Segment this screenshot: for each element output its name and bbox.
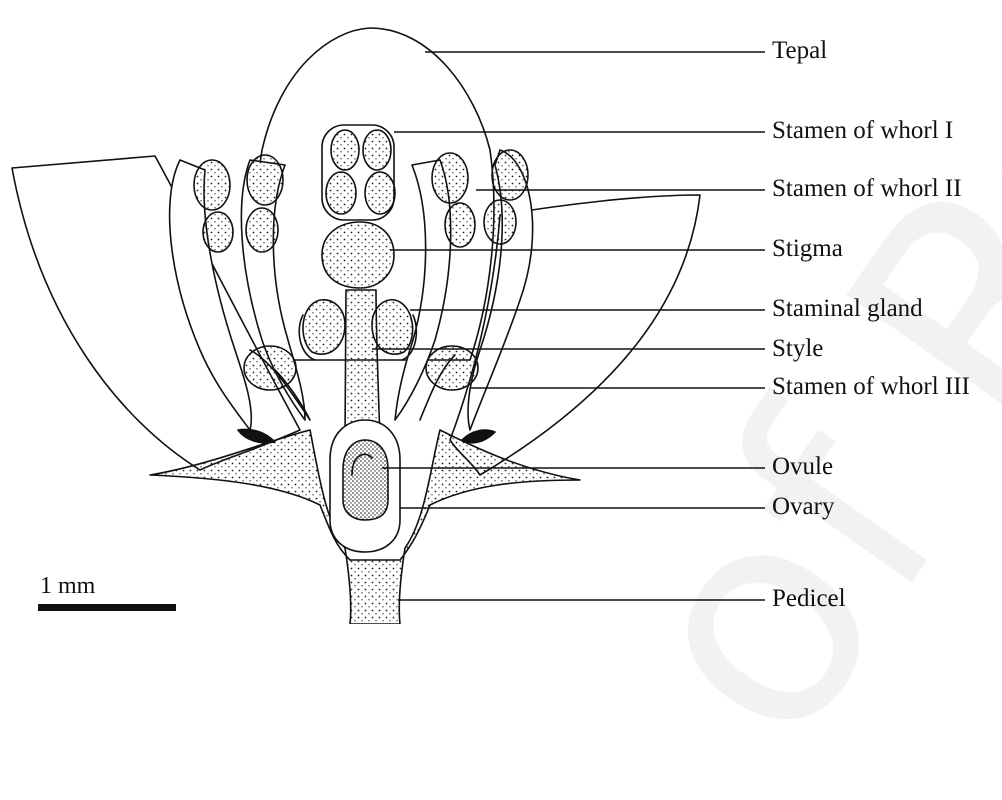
label-staminal-gland: Staminal gland bbox=[772, 296, 923, 321]
whorl1-anther-1 bbox=[331, 130, 359, 170]
label-stamen-whorl-1: Stamen of whorl I bbox=[772, 118, 953, 143]
ovule bbox=[343, 440, 388, 520]
label-style: Style bbox=[772, 336, 823, 361]
label-ovary: Ovary bbox=[772, 494, 834, 519]
style bbox=[345, 290, 380, 440]
anther-left-4 bbox=[246, 208, 278, 252]
anther-left-2 bbox=[203, 212, 233, 252]
label-stamen-whorl-2: Stamen of whorl II bbox=[772, 176, 962, 201]
anther-right-1 bbox=[432, 153, 468, 203]
anther-left-3 bbox=[247, 155, 283, 205]
label-stigma: Stigma bbox=[772, 236, 843, 261]
whorl1-anther-4 bbox=[365, 172, 395, 214]
stigma bbox=[322, 222, 394, 288]
anther-right-2 bbox=[445, 203, 475, 247]
scale-bar-label: 1 mm bbox=[40, 574, 95, 598]
whorl3-left-anther bbox=[244, 346, 296, 390]
label-tepal: Tepal bbox=[772, 38, 827, 63]
anther-right-3 bbox=[492, 150, 528, 200]
whorl3-right-anther bbox=[426, 346, 478, 390]
label-stamen-whorl-3: Stamen of whorl III bbox=[772, 374, 970, 399]
gland-right bbox=[372, 300, 413, 354]
label-ovule: Ovule bbox=[772, 454, 833, 479]
anther-left-1 bbox=[194, 160, 230, 210]
label-pedicel: Pedicel bbox=[772, 586, 846, 611]
anther-right-4 bbox=[484, 200, 516, 244]
gland-left bbox=[303, 300, 345, 354]
whorl1-anther-2 bbox=[363, 130, 391, 170]
scale-bar bbox=[38, 604, 176, 611]
whorl1-anther-3 bbox=[326, 172, 356, 214]
